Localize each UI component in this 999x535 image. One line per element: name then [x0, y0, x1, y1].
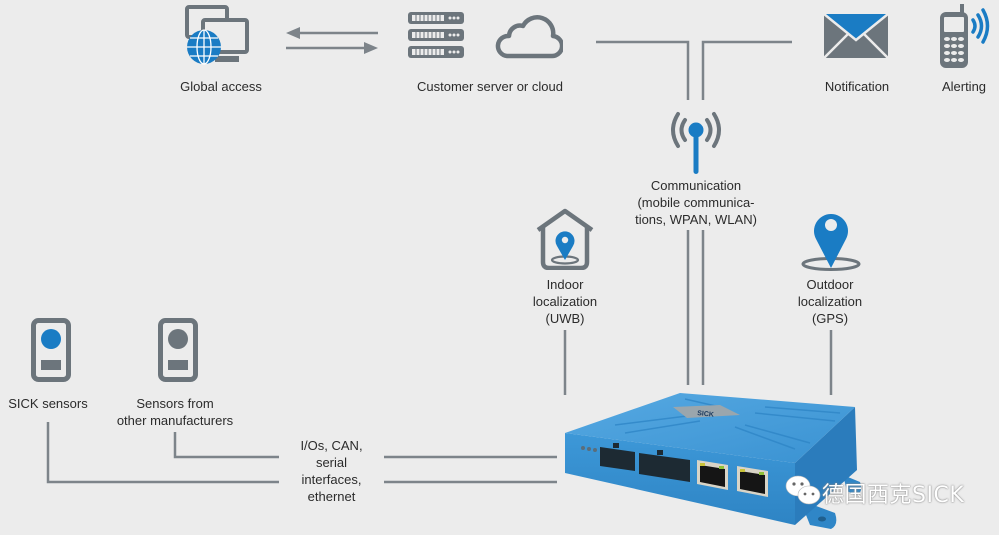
telematics-device: SICK — [565, 393, 862, 529]
outdoor-localization-label: Outdoor localization (GPS) — [797, 277, 863, 326]
location-pin-icon — [801, 214, 861, 271]
ethernet-port-1 — [697, 460, 728, 490]
arrow-right — [286, 42, 378, 54]
communication-label: Communication (mobile communica- tions, … — [635, 178, 757, 227]
watermark-text: 德国西克SICK — [822, 483, 965, 508]
mobile-phone-signal-icon — [940, 4, 990, 68]
alerting-label: Alerting — [941, 79, 987, 94]
server-rack-icon — [408, 12, 464, 58]
computer-globe-icon — [185, 5, 249, 65]
sick-sensors-label: SICK sensors — [8, 396, 88, 411]
global-access-label: Global access — [180, 79, 262, 94]
cloud-icon — [495, 15, 563, 59]
sensor-blue-icon — [31, 318, 71, 382]
interfaces-label: I/Os, CAN, serial interfaces, ethernet — [300, 438, 363, 504]
house-location-pin-icon — [536, 208, 594, 270]
envelope-icon — [824, 14, 888, 58]
other-sensors-label: Sensors from other manufacturers — [116, 396, 234, 428]
sick-brand-text: SICK — [697, 410, 714, 419]
line-notification-antenna — [701, 40, 792, 100]
connector-small — [600, 443, 635, 471]
ethernet-port-2 — [737, 466, 768, 497]
server-cloud-label: Customer server or cloud — [417, 79, 563, 94]
indoor-localization-label: Indoor localization (UWB) — [532, 277, 598, 326]
antenna-icon — [671, 112, 721, 174]
line-other-sensors — [173, 432, 279, 459]
sick-brand-plate — [673, 405, 740, 418]
arrow-left — [286, 27, 378, 39]
notification-label: Notification — [824, 79, 890, 94]
sensor-gray-icon — [158, 318, 198, 382]
line-cloud-antenna — [596, 40, 690, 100]
connector-large — [639, 450, 690, 482]
line-sick-sensors — [46, 422, 279, 484]
wechat-icon — [785, 475, 821, 505]
